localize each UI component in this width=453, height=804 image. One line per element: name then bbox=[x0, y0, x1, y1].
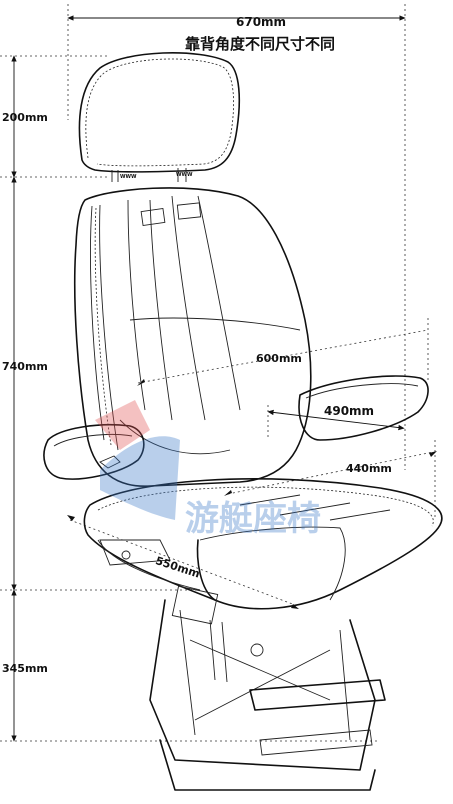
headrest-height-label: 200mm bbox=[2, 111, 48, 124]
armrest-length-label: 490mm bbox=[324, 404, 374, 418]
headrest: WWW WWW bbox=[78, 52, 241, 182]
backrest bbox=[73, 187, 312, 487]
armrest-left bbox=[43, 423, 145, 480]
base-height-label: 345mm bbox=[2, 662, 48, 675]
seat-base bbox=[99, 539, 386, 791]
backrest-height-label: 740mm bbox=[2, 360, 48, 373]
seat-cushion bbox=[83, 478, 443, 610]
cushion-depth-label: 550mm bbox=[154, 554, 202, 581]
watermark: 游艇座椅 bbox=[95, 400, 321, 539]
backrest-width-label: 600mm bbox=[256, 352, 302, 365]
dimension-guides bbox=[0, 4, 437, 742]
backrest-angle-note: 靠背角度不同尺寸不同 bbox=[185, 35, 336, 53]
svg-text:WWW: WWW bbox=[120, 174, 137, 180]
armrest-right bbox=[298, 375, 429, 441]
cushion-width-label: 440mm bbox=[346, 462, 392, 475]
svg-text:WWW: WWW bbox=[176, 172, 193, 178]
width-top-label: 670mm bbox=[236, 15, 286, 29]
watermark-text: 游艇座椅 bbox=[185, 499, 321, 539]
